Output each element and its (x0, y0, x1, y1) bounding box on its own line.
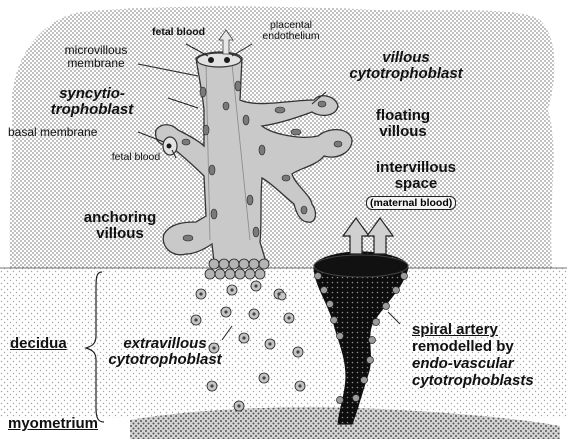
label-myometrium: myometrium (8, 416, 98, 432)
label-decidua: decidua (10, 336, 67, 352)
label-placental-endothelium: placental endothelium (252, 20, 330, 42)
label-endo-vascular: endo-vascular (412, 356, 514, 372)
label-maternal-blood: (maternal blood) (366, 196, 456, 210)
label-microvillous-membrane: microvillous membrane (50, 44, 142, 69)
label-basal-membrane: basal membrane (8, 126, 97, 139)
label-extravillous-cytotrophoblast: extravillous cytotrophoblast (96, 336, 234, 368)
label-remodelled-by: remodelled by (412, 339, 514, 355)
label-floating-villous: floating villous (362, 108, 444, 140)
label-syncytio-trophoblast: syncytio- trophoblast (40, 86, 144, 118)
label-anchoring-villous: anchoring villous (80, 210, 160, 242)
label-fetal-blood-top: fetal blood (152, 27, 205, 38)
label-intervillous-space: intervillous space (356, 160, 476, 192)
label-fetal-blood-side: fetal blood (110, 152, 162, 163)
label-villous-cytotrophoblast: villous cytotrophoblast (326, 50, 486, 82)
label-spiral-artery: spiral artery (412, 322, 498, 338)
label-cytotrophoblasts: cytotrophoblasts (412, 373, 534, 389)
